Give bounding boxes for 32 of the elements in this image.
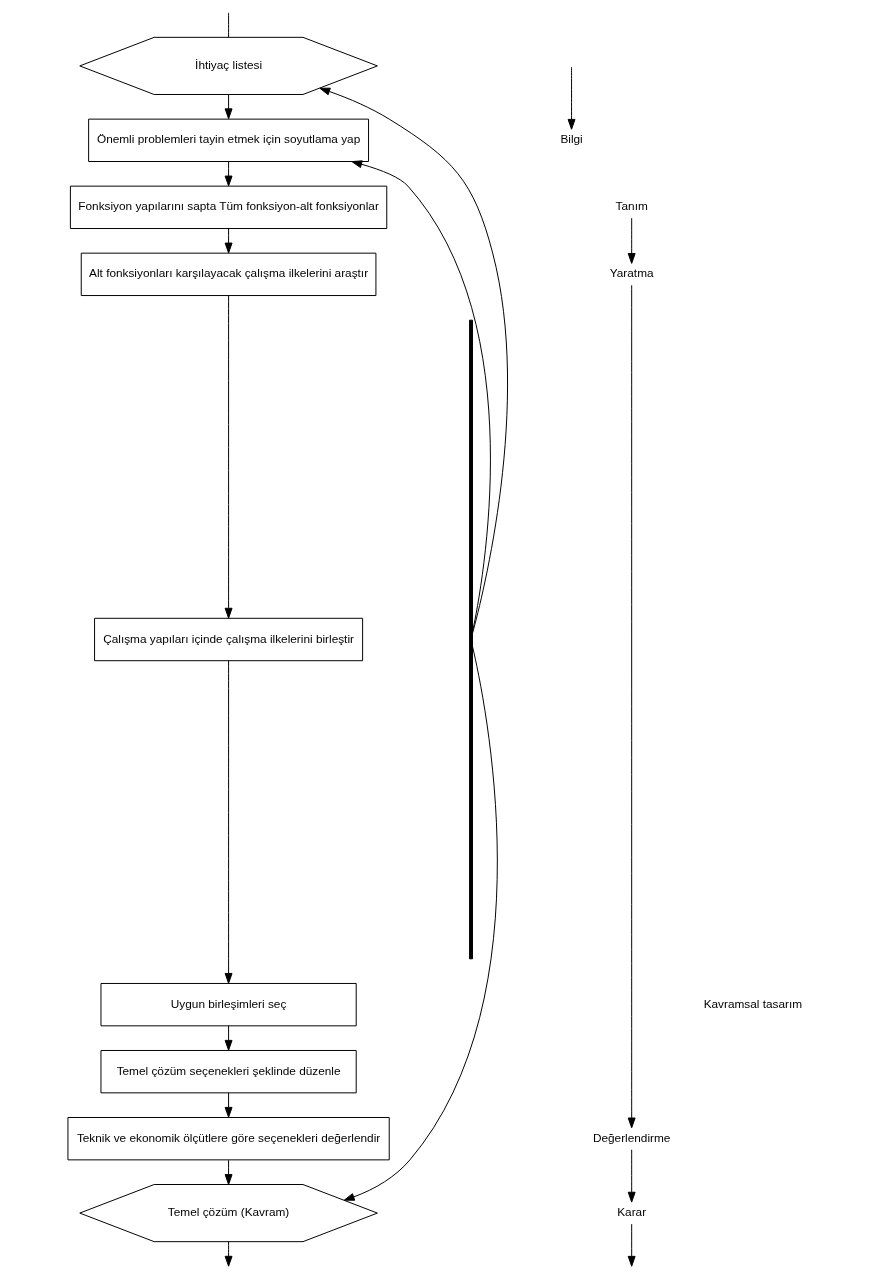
- arrow: [224, 1241, 233, 1267]
- arrow: [224, 1159, 233, 1185]
- arrow: [318, 87, 508, 634]
- node-bar: [468, 319, 473, 960]
- node-text: Değerlendirme: [592, 1130, 670, 1145]
- node-text: Bilgi: [559, 132, 583, 147]
- arrow: [224, 228, 233, 254]
- arrow: [627, 1223, 636, 1267]
- node-box: Teknik ve ekonomik ölçütlere göre seçenekleri değerlendir: [66, 1117, 390, 1161]
- arrow: [224, 295, 233, 619]
- arrow: [627, 1149, 636, 1203]
- arrow: [350, 160, 491, 633]
- arrow: [627, 217, 636, 264]
- connector: [227, 12, 229, 38]
- node-text: Yaratma: [609, 266, 654, 281]
- label: Kavramsal tasarım: [703, 996, 802, 1011]
- arrow: [224, 94, 233, 120]
- arrow: [224, 1025, 233, 1051]
- node-box: Temel çözüm seçenekleri şeklinde düzenle: [99, 1049, 357, 1094]
- node-box: Fonksiyon yapılarını sapta Tüm fonksiyon-alt fonksiyonlar: [69, 185, 387, 230]
- node-text: Karar: [616, 1205, 646, 1220]
- node-box: Uygun birleşimleri seç: [99, 982, 357, 1027]
- arrow: [224, 1092, 233, 1118]
- node-box: Önemli problemleri tayin etmek için soyutlama yap: [87, 118, 369, 162]
- node-box: Çalışma yapıları içinde çalışma ilkelerini birleştir: [93, 617, 363, 662]
- arrow: [224, 660, 233, 984]
- arrow: [224, 161, 233, 187]
- arrow: [343, 646, 498, 1201]
- arrow: [567, 66, 575, 130]
- node-text: Tanım: [615, 199, 648, 214]
- node-box: Alt fonksiyonları karşılayacak çalışma ilkelerini araştır: [80, 252, 376, 297]
- arrow: [627, 284, 636, 1129]
